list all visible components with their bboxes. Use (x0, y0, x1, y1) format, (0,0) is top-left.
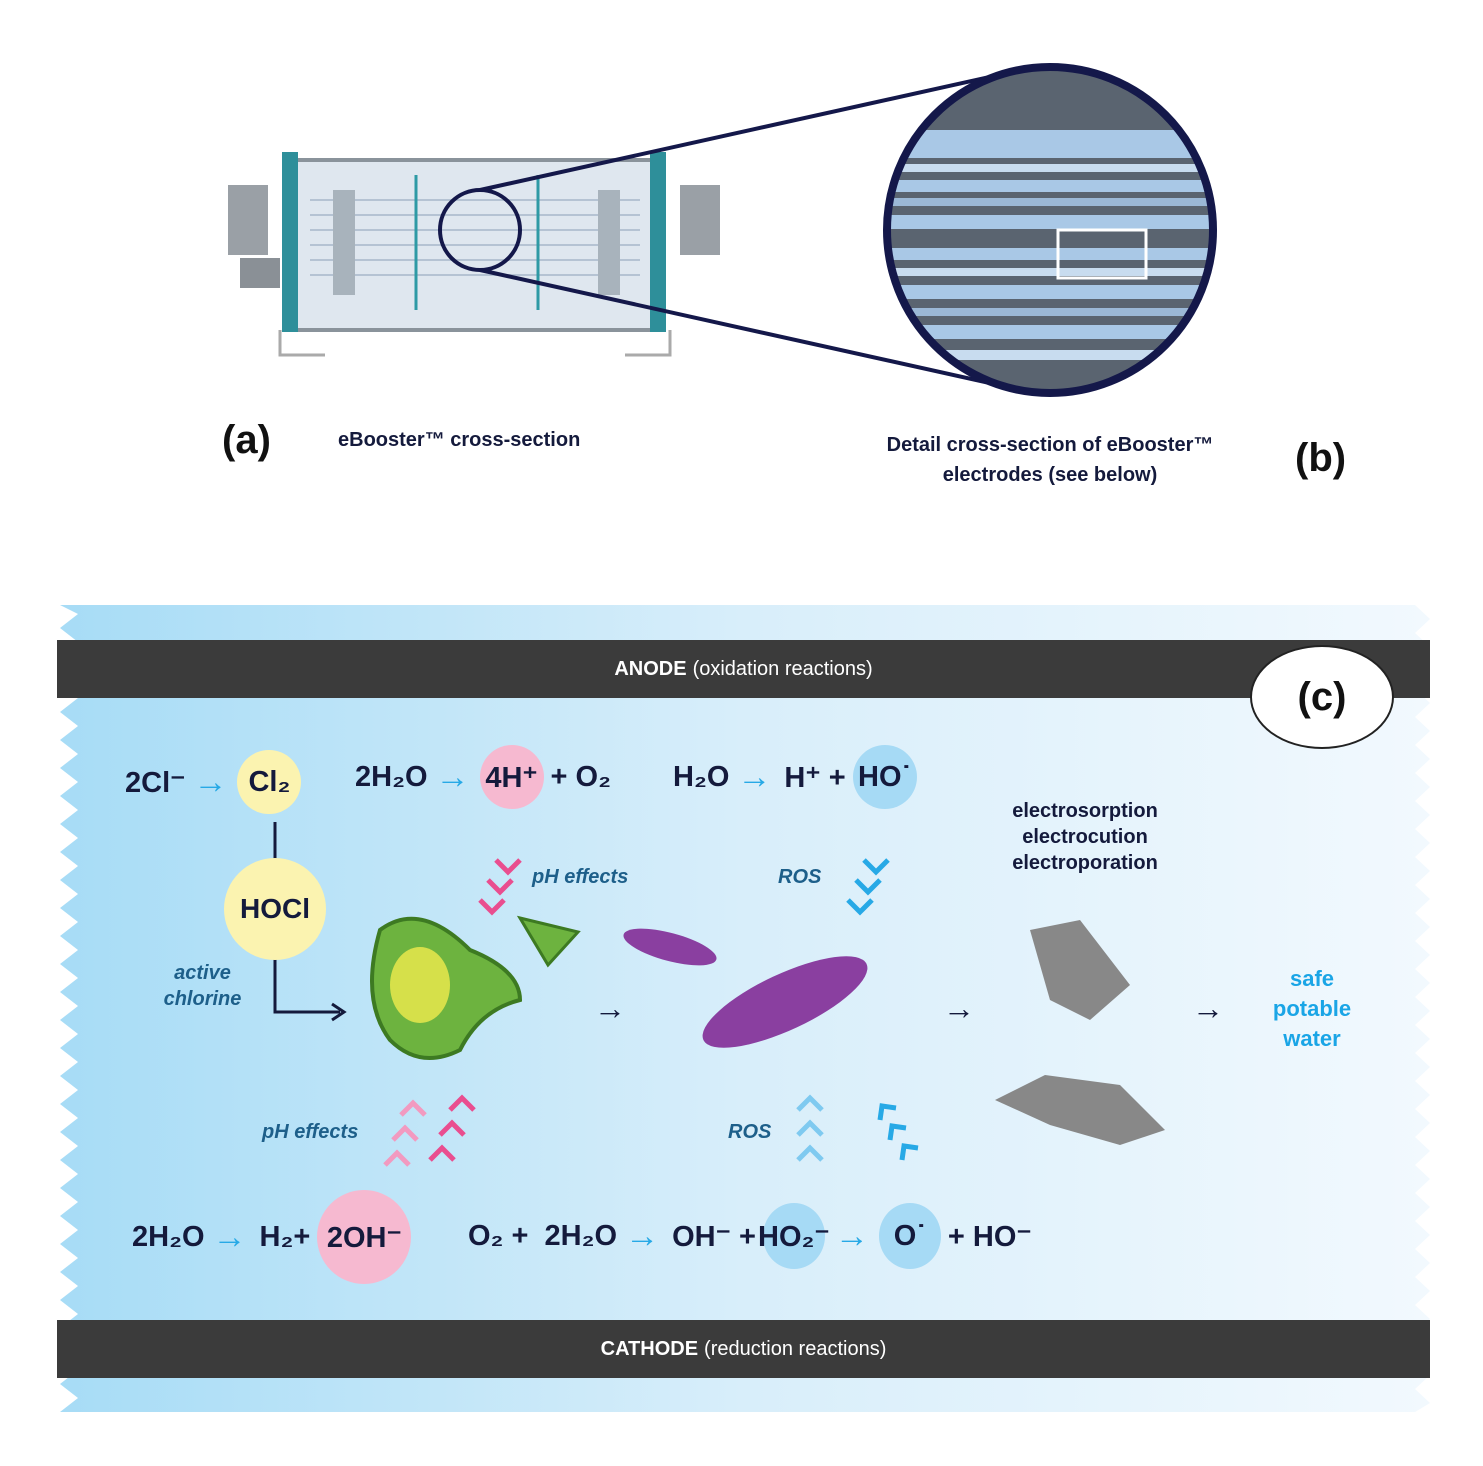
mechanisms-list: electrosorption electrocution electropor… (990, 798, 1180, 876)
caption-b-line1: Detail cross-section of eBooster™ (886, 434, 1214, 456)
cathode-label: CATHODE (600, 1337, 699, 1360)
product: HO₂⁻ (758, 1220, 830, 1253)
arrow-icon: → (1192, 990, 1224, 1026)
ros-top-label: ROS (778, 866, 822, 888)
anode-label: ANODE (614, 657, 687, 680)
arrow-icon: → (625, 1216, 660, 1255)
arrow-icon: → (737, 757, 772, 796)
label-b: (b) (1295, 436, 1347, 480)
reactant: 2Cl⁻ (125, 766, 186, 799)
product-highlight: HO₂⁻ (758, 1203, 830, 1269)
ebooster-device-illustration (228, 63, 1217, 397)
caption-a: eBooster™ cross-section (338, 429, 581, 451)
caption-b-line2: electrodes (see below) (942, 464, 1158, 486)
product-highlight: 4H⁺ (479, 745, 544, 809)
reaction-oxygen-reduction: O₂ + 2H₂O → OH⁻ + HO₂⁻ → O˙ + HO⁻ (468, 1203, 1037, 1269)
bacterium-rod-small (623, 928, 717, 966)
electrode-detail-magnified (883, 63, 1217, 397)
reaction-chloride: 2Cl⁻ → Cl₂ (125, 750, 303, 814)
result-line: safe (1289, 966, 1335, 991)
arrow-icon: → (193, 762, 228, 801)
anode-bar: ANODE(oxidation reactions) (57, 640, 1430, 698)
label-a: (a) (222, 418, 271, 462)
arrow-icon: → (594, 990, 626, 1026)
product: H₂+ (259, 1220, 311, 1253)
chevron-arrows (383, 858, 919, 1167)
product: 2OH⁻ (326, 1221, 402, 1254)
product-highlight: 2OH⁻ (317, 1190, 412, 1284)
reactant: H₂O (673, 760, 730, 793)
safe-potable-water-label: safe potable water (1262, 964, 1362, 1054)
bacterium-rod-large (702, 956, 868, 1048)
product: 4H⁺ (485, 761, 538, 794)
mechanism-electroporation: electroporation (1012, 852, 1158, 874)
label-c-ellipse: (c) (1250, 645, 1394, 749)
arrow-icon: → (435, 757, 470, 796)
mechanism-electrosorption: electrosorption (1012, 800, 1158, 822)
reaction-hydroxyl-radical: H₂O → H⁺ + HO˙ (673, 745, 919, 809)
result-line: potable (1272, 996, 1352, 1021)
inactivated-cells (995, 920, 1165, 1145)
label-c: (c) (1297, 674, 1347, 719)
mechanism-electrocution: electrocution (1022, 826, 1148, 848)
product: + O₂ (550, 760, 611, 793)
product-highlight: HO˙ (852, 745, 917, 809)
reactant: 2H₂O (355, 760, 428, 793)
product: H⁺ + (784, 761, 846, 794)
hocl-highlight: HOCl (224, 858, 326, 960)
ph-effects-bottom-label: pH effects (262, 1121, 359, 1143)
product-highlight: Cl₂ (237, 750, 302, 814)
caption-b: Detail cross-section of eBooster™ electr… (850, 430, 1250, 490)
product: O˙ (893, 1219, 926, 1252)
ros-bottom-label: ROS (728, 1121, 772, 1143)
arrow-icon: → (834, 1216, 869, 1255)
reaction-water-oxidation: 2H₂O → 4H⁺ + O₂ (355, 745, 616, 809)
arrow-icon: → (943, 990, 975, 1026)
product: HO˙ (858, 760, 912, 793)
active-chlorine-label: active chlorine (163, 962, 242, 1010)
arrow-icon: → (212, 1217, 247, 1256)
product-highlight: O˙ (878, 1203, 941, 1269)
ph-effects-top-label: pH effects (532, 866, 629, 888)
product: OH⁻ + (672, 1220, 756, 1253)
result-line: water (1283, 1026, 1341, 1051)
bacterium-virus-small (516, 915, 581, 968)
hocl-label: HOCl (240, 893, 310, 924)
ebooster-cross-section (228, 152, 720, 357)
reaction-water-reduction: 2H₂O → H₂+ 2OH⁻ (132, 1190, 413, 1284)
cathode-description: (reduction reactions) (704, 1337, 887, 1360)
product: Cl₂ (248, 765, 291, 798)
reactant: O₂ + 2H₂O (468, 1219, 618, 1252)
product: + HO⁻ (947, 1220, 1032, 1253)
anode-description: (oxidation reactions) (692, 657, 873, 680)
cathode-bar: CATHODE(reduction reactions) (57, 1320, 1430, 1378)
reactant: 2H₂O (132, 1220, 205, 1253)
bacterium-virus-large (370, 916, 523, 1060)
